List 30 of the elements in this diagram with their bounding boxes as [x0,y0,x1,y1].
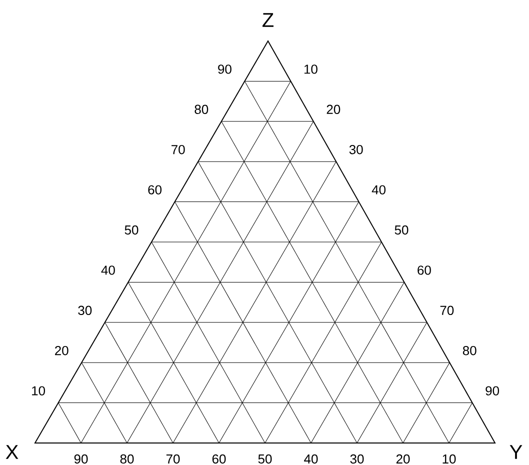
tick-label: 60 [418,266,431,275]
tick-label: 90 [486,386,500,396]
tick-label: 30 [349,145,363,154]
vertex-label: Y [510,445,522,459]
tick-label: 80 [462,346,476,356]
tick-label: 60 [148,185,162,194]
tick-label: 30 [78,306,92,315]
tick-label: 10 [442,454,456,464]
tick-label: 20 [55,346,68,356]
vertex-label: X [6,445,18,459]
tick-label: 90 [218,64,232,74]
tick-label: 60 [212,454,226,464]
tick-label: 90 [74,454,88,464]
tick-label: 30 [350,454,364,464]
tick-label: 70 [440,306,454,315]
tick-label: 70 [172,145,185,154]
tick-label: 40 [304,454,318,464]
tick-label: 80 [194,104,208,114]
tick-label: 20 [326,104,340,114]
tick-label: 20 [396,454,410,464]
vertex-label: Z [262,13,274,27]
tick-label: 50 [394,225,408,235]
tick-label: 40 [101,266,115,275]
tick-label: 70 [166,454,180,464]
tick-label: 50 [124,225,138,235]
tick-label: 10 [304,64,318,74]
tick-label: 50 [258,454,272,464]
tick-label: 10 [32,386,46,396]
tick-label: 80 [120,454,134,464]
tick-label: 40 [372,185,386,194]
